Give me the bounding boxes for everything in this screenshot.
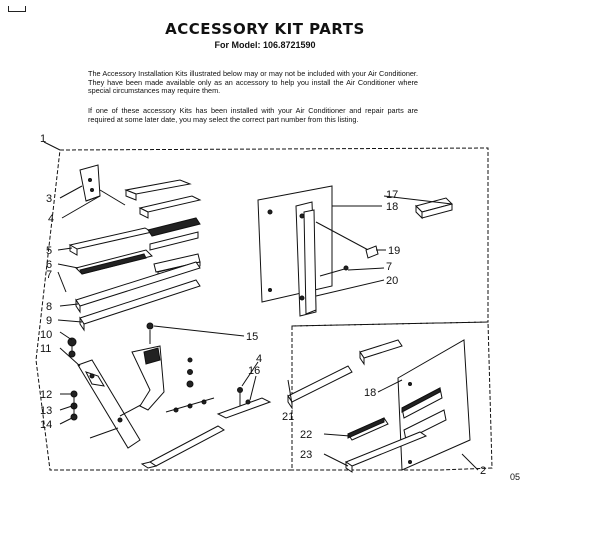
upper-foam-bars (124, 179, 202, 219)
small-hardware (67, 337, 78, 421)
callout-18a: 18 (386, 201, 398, 213)
callout-18b: 18 (364, 387, 376, 399)
callout-12: 12 (40, 389, 52, 401)
callout-2: 2 (480, 465, 486, 477)
callout-9: 9 (46, 315, 52, 327)
page-title: ACCESSORY KIT PARTS (165, 20, 365, 38)
callout-6: 6 (46, 259, 52, 271)
corner-bracket (8, 6, 26, 12)
callout-22: 22 (300, 429, 312, 441)
callout-21: 21 (282, 411, 294, 423)
callout-8: 8 (46, 301, 52, 313)
lower-rail (216, 387, 272, 419)
part-8-9-long-strips (75, 261, 201, 332)
callout-14: 14 (40, 419, 52, 431)
top-panel-assembly (257, 185, 379, 317)
callout-4a: 4 (48, 213, 54, 225)
callout-7b: 7 (386, 261, 392, 273)
support-leg (77, 359, 225, 469)
callout-23: 23 (300, 449, 312, 461)
part-17-block (415, 197, 453, 220)
callout-19: 19 (388, 245, 400, 257)
repair-paragraph: If one of these accessory Kits has been … (88, 106, 418, 124)
callout-1: 1 (40, 133, 46, 145)
callout-11: 11 (40, 343, 51, 355)
model-number: For Model: 106.8721590 (214, 40, 316, 50)
callout-3: 3 (46, 193, 52, 205)
callout-7a: 7 (46, 269, 52, 281)
callout-16: 16 (248, 365, 260, 377)
part-3-bracket (79, 164, 126, 206)
mid-bracket (131, 322, 215, 413)
callout-17: 17 (386, 189, 398, 201)
kit-2-frame (291, 321, 493, 471)
callout-15: 15 (246, 331, 258, 343)
page-code: 05 (510, 472, 520, 482)
leader-lines (57, 185, 479, 471)
callout-5: 5 (46, 245, 52, 257)
callout-13: 13 (40, 405, 52, 417)
callout-4b: 4 (256, 353, 262, 365)
kit-2-parts (287, 339, 471, 473)
callout-20: 20 (386, 275, 398, 287)
intro-paragraph: The Accessory Installation Kits illustra… (88, 69, 418, 96)
callout-10: 10 (40, 329, 52, 341)
